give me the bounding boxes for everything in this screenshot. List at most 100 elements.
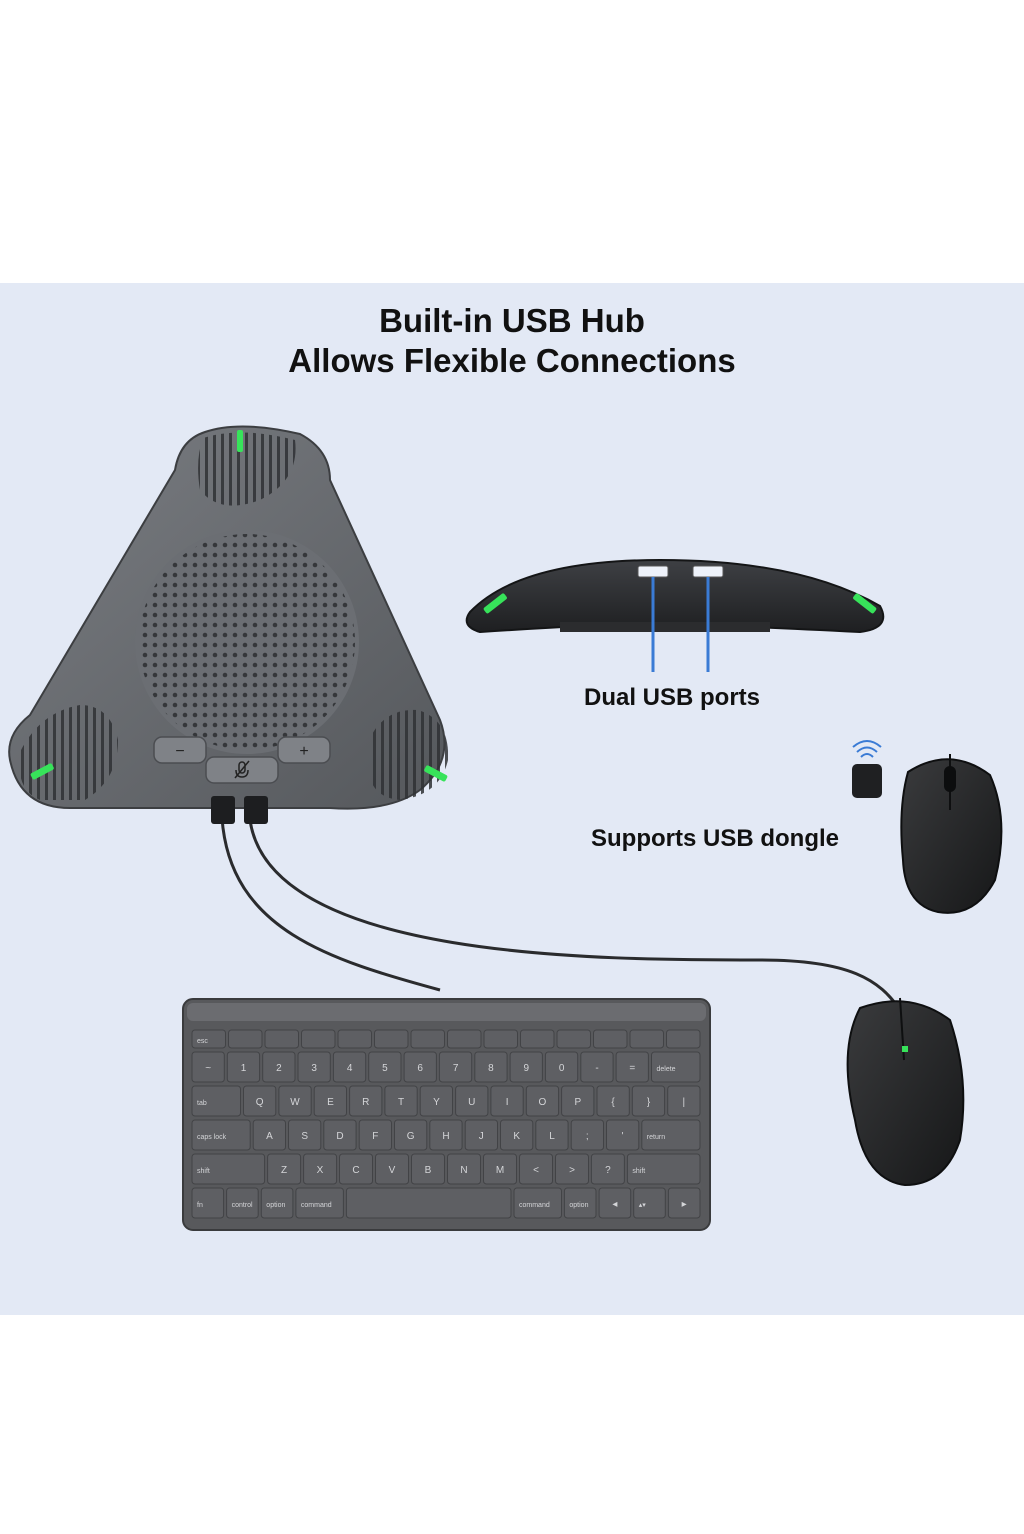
keyboard-key-label: K bbox=[513, 1131, 520, 1142]
keyboard-key bbox=[191, 1119, 251, 1151]
keyboard-key-label: N bbox=[460, 1165, 467, 1176]
keyboard-key-label: H bbox=[442, 1131, 449, 1142]
keyboard-key bbox=[191, 1085, 241, 1117]
keyboard-key-label: A bbox=[266, 1131, 273, 1142]
keyboard-key bbox=[419, 1085, 454, 1117]
keyboard-key-label: < bbox=[533, 1165, 539, 1176]
keyboard-key bbox=[455, 1085, 489, 1117]
keyboard-key-label: I bbox=[506, 1097, 509, 1108]
keyboard-key bbox=[339, 1153, 373, 1185]
side-led-left bbox=[483, 593, 507, 614]
keyboard-key bbox=[447, 1153, 481, 1185]
keyboard-key bbox=[410, 1029, 445, 1049]
keyboard-key-label: Z bbox=[281, 1165, 287, 1176]
keyboard-key bbox=[651, 1051, 701, 1083]
keyboard-key bbox=[606, 1119, 640, 1151]
keyboard-key-label: M bbox=[496, 1165, 504, 1176]
mute-icon bbox=[234, 760, 250, 779]
speaker-control-buttons: − + bbox=[153, 736, 331, 784]
keyboard-key-label: 8 bbox=[488, 1063, 494, 1074]
keyboard-key-label: V bbox=[389, 1165, 396, 1176]
keyboard-key-label: R bbox=[362, 1097, 369, 1108]
keyboard-key-label: fn bbox=[197, 1202, 203, 1209]
keyboard-key bbox=[252, 1119, 286, 1151]
keyboard-key bbox=[615, 1051, 649, 1083]
volume-down-button[interactable] bbox=[153, 736, 207, 764]
keyboard-key-label: 0 bbox=[559, 1063, 565, 1074]
keyboard-key bbox=[535, 1119, 569, 1151]
keyboard-key bbox=[191, 1153, 266, 1185]
volume-up-label: + bbox=[299, 743, 308, 760]
keyboard-key-label: | bbox=[682, 1097, 685, 1108]
keyboard-key bbox=[520, 1029, 555, 1049]
keyboard-key-label: return bbox=[647, 1134, 665, 1141]
keyboard-key bbox=[288, 1119, 322, 1151]
keyboard-key-label: D bbox=[336, 1131, 343, 1142]
keyboard-key bbox=[323, 1119, 357, 1151]
keyboard-key bbox=[374, 1029, 409, 1049]
keyboard-key bbox=[260, 1187, 294, 1219]
keyboard-key bbox=[349, 1085, 383, 1117]
keyboard-key-label: = bbox=[629, 1063, 635, 1074]
led-top bbox=[237, 430, 243, 452]
keyboard-key-label: - bbox=[595, 1063, 598, 1074]
keyboard-key bbox=[267, 1153, 302, 1185]
keyboard-key-label: delete bbox=[657, 1066, 676, 1073]
keyboard-key bbox=[513, 1187, 562, 1219]
keyboard-key bbox=[544, 1051, 579, 1083]
keyboard-key-label: command bbox=[519, 1202, 550, 1209]
keyboard-key bbox=[580, 1051, 614, 1083]
usb-cables bbox=[220, 817, 902, 1011]
keyboard-key bbox=[509, 1051, 543, 1083]
keyboard-key-label: S bbox=[301, 1131, 308, 1142]
keyboard-key-label: T bbox=[398, 1097, 404, 1108]
keyboard-key bbox=[598, 1187, 632, 1219]
keyboard-key bbox=[278, 1085, 312, 1117]
keyboard-key-label: G bbox=[407, 1131, 415, 1142]
caption-dual-usb-ports: Dual USB ports bbox=[584, 684, 761, 711]
wireless-mouse bbox=[900, 754, 1003, 914]
keyboard-key bbox=[375, 1153, 409, 1185]
mouse-led bbox=[902, 1046, 908, 1052]
keyboard-key-label: W bbox=[290, 1097, 300, 1108]
keyboard-key bbox=[596, 1085, 630, 1117]
keyboard-key bbox=[641, 1119, 701, 1151]
keyboard-key-label: ' bbox=[622, 1131, 624, 1142]
keyboard-key-label: shift bbox=[197, 1168, 210, 1175]
keyboard-key bbox=[191, 1187, 225, 1219]
keyboard-key bbox=[345, 1187, 512, 1219]
keyboard-key-label: ◂ bbox=[612, 1199, 617, 1210]
keyboard-key bbox=[264, 1029, 299, 1049]
volume-up-button[interactable] bbox=[277, 736, 331, 764]
keyboard-key bbox=[358, 1119, 393, 1151]
headline-line-2: Allows Flexible Connections bbox=[288, 342, 736, 379]
keyboard-key-label: C bbox=[352, 1165, 359, 1176]
usb-dongle bbox=[852, 740, 882, 798]
keyboard-key bbox=[226, 1051, 261, 1083]
keyboard-key-label: 1 bbox=[241, 1063, 247, 1074]
keyboard-key bbox=[464, 1119, 499, 1151]
keyboard-key-label: esc bbox=[197, 1038, 208, 1045]
keyboard-key-label: 5 bbox=[382, 1063, 388, 1074]
keyboard-key bbox=[500, 1119, 534, 1151]
keyboard-key bbox=[590, 1153, 625, 1185]
led-right bbox=[424, 765, 448, 782]
keyboard-key-label: > bbox=[569, 1165, 575, 1176]
keyboard-key bbox=[394, 1119, 428, 1151]
keyboard-key bbox=[429, 1119, 463, 1151]
usb-port-2 bbox=[692, 565, 724, 578]
headline-line-1: Built-in USB Hub bbox=[379, 302, 645, 339]
keyboard-key bbox=[228, 1029, 263, 1049]
keyboard-key bbox=[301, 1029, 336, 1049]
keyboard-key bbox=[626, 1153, 701, 1185]
keyboard-key-label: Y bbox=[433, 1097, 440, 1108]
keyboard-key-label: ▸ bbox=[682, 1199, 687, 1210]
keyboard-key bbox=[593, 1029, 628, 1049]
keyboard-key-label: option bbox=[266, 1202, 285, 1209]
usb-plug-1 bbox=[211, 796, 235, 824]
keyboard-key bbox=[447, 1029, 482, 1049]
keyboard-key-label: O bbox=[539, 1097, 547, 1108]
